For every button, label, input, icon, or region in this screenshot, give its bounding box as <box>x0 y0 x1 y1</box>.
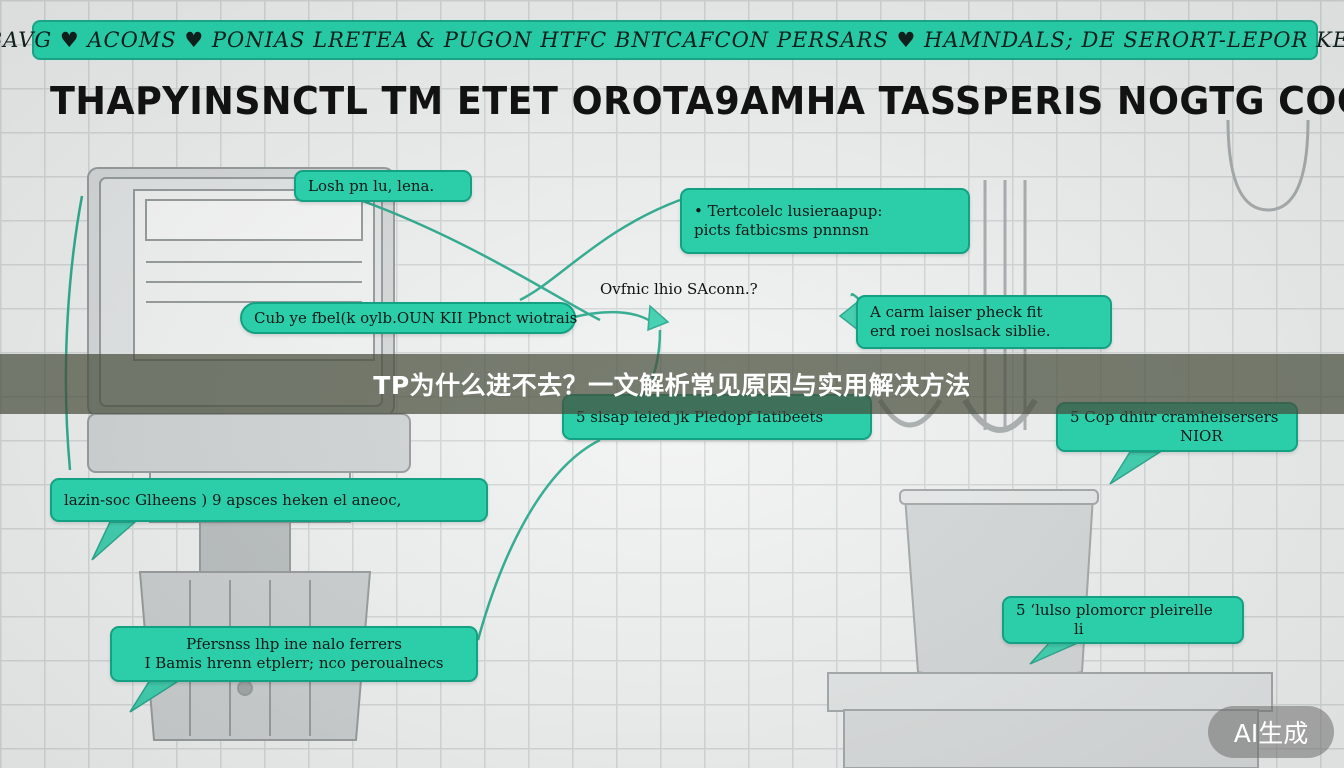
article-title-overlay: TP为什么进不去？一文解析常见原因与实用解决方法 <box>0 354 1344 414</box>
top-banner-text: FAIS BAVG ♥ ACOMS ♥ PONIAS LRETEA & PUGO… <box>0 28 1344 52</box>
callout-1: Losh pn lu, lena. <box>294 170 472 202</box>
floating-label: Ovfnic lhio SAconn.? <box>600 280 758 298</box>
ai-generated-badge-text: AI生成 <box>1233 719 1309 748</box>
callout-9: 5 ‘lulso plomorcr pleirelle li <box>1002 596 1244 644</box>
callout-3: Cub ye fbel(k oylb.OUN KII Pbnct wiotrai… <box>240 302 578 334</box>
callout-7-line-1: lazin-soc Glheens ) 9 apsces heken el an… <box>64 490 402 509</box>
top-banner: FAIS BAVG ♥ ACOMS ♥ PONIAS LRETEA & PUGO… <box>0 20 1344 60</box>
callout-2-line-1: • Tertcolelc lusieraapup: <box>694 202 883 220</box>
headline: THAPYINSNCTL TM ETET OROTA9AMHA TASSPERI… <box>50 74 1344 128</box>
callout-1-line-1: Losh pn lu, lena. <box>308 176 435 195</box>
callout-3-line-1: Cub ye fbel(k oylb.OUN KII Pbnct wiotrai… <box>254 308 578 327</box>
callout-tails <box>91 298 1163 713</box>
callout-6-line-2: NIOR <box>1180 427 1223 445</box>
callout-9-line-2: li <box>1074 620 1084 638</box>
callout-8-line-2: I Bamis hrenn etplerr; nco peroualnecs <box>144 654 444 672</box>
callout-4-line-2: erd roei noslsack siblie. <box>870 322 1051 340</box>
callout-8-line-1: Pfersnss lhp ine nalo ferrers <box>186 635 402 653</box>
callout-8: Pfersnss lhp ine nalo ferrers I Bamis hr… <box>110 626 478 682</box>
callout-2: • Tertcolelc lusieraapup: picts fatbicsm… <box>680 188 970 254</box>
callout-4: A carm laiser pheck fit erd roei noslsac… <box>856 295 1112 349</box>
headline-text: THAPYINSNCTL TM ETET OROTA9AMHA TASSPERI… <box>50 79 1344 123</box>
article-title: TP为什么进不去？一文解析常见原因与实用解决方法 <box>373 371 971 400</box>
callout-9-line-1: 5 ‘lulso plomorcr pleirelle <box>1016 601 1213 619</box>
ai-generated-badge: AI生成 <box>1208 706 1334 758</box>
callout-4-line-1: A carm laiser pheck fit <box>870 303 1043 321</box>
callout-7: lazin-soc Glheens ) 9 apsces heken el an… <box>50 478 488 522</box>
callout-2-line-2: picts fatbicsms pnnnsn <box>694 221 869 239</box>
